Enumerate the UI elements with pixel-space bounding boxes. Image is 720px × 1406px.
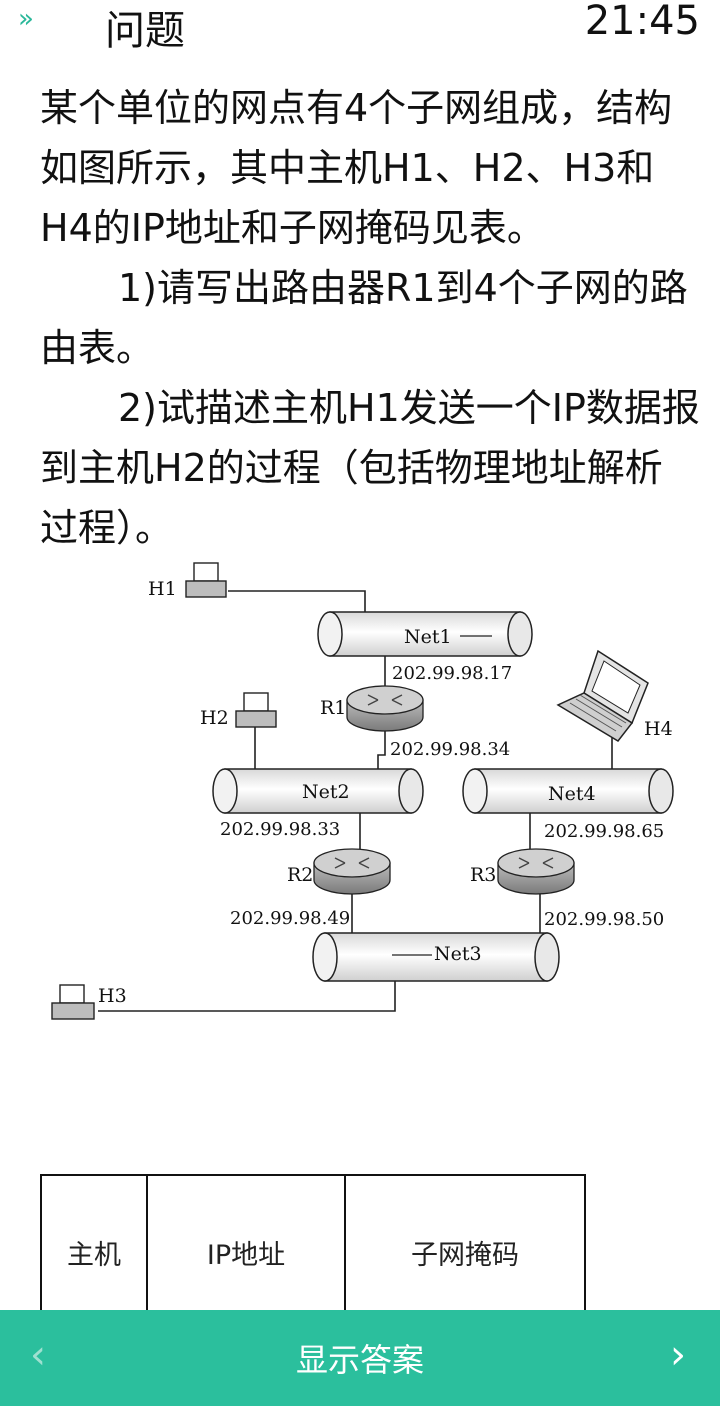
- host-h1-icon: [185, 562, 227, 598]
- router-r2-label: R2: [287, 864, 313, 886]
- router-r1-icon: [346, 685, 424, 732]
- table-header-ip: IP地址: [146, 1174, 346, 1330]
- host-h2-label: H2: [200, 707, 229, 729]
- net3-label: Net3: [434, 943, 482, 965]
- question-paragraph-3: 2)试描述主机H1发送一个IP数据报到主机H2的过程（包括物理地址解析过程）。: [40, 386, 700, 550]
- clock-time: 21:45: [584, 0, 700, 44]
- ip-r3-net4: 202.99.98.65: [544, 821, 664, 842]
- previous-arrow-icon[interactable]: ‹: [30, 1332, 46, 1378]
- net4-pipe: [462, 768, 674, 814]
- net2-pipe: [212, 768, 424, 814]
- host-h3-label: H3: [98, 985, 127, 1007]
- router-r2-icon: [313, 848, 391, 895]
- router-r3-icon: [497, 848, 575, 895]
- net3-pipe: [312, 932, 560, 982]
- ip-table: 主机 IP地址 子网掩码: [40, 1174, 586, 1330]
- network-diagram: Net1 Net2 Net4 Net3 R1: [40, 555, 700, 1070]
- question-paragraph-1: 某个单位的网点有4个子网组成，结构如图所示，其中主机H1、H2、H3和H4的IP…: [40, 86, 673, 250]
- host-h3-icon: [51, 984, 95, 1020]
- host-h2-icon: [235, 692, 277, 728]
- host-h1-label: H1: [148, 578, 177, 600]
- net1-pipe: [317, 611, 533, 657]
- table-header-mask: 子网掩码: [344, 1174, 586, 1330]
- net4-label: Net4: [548, 783, 596, 805]
- header: » 问题 21:45: [0, 0, 720, 54]
- bottom-action-bar: ‹ 显示答案 ›: [0, 1310, 720, 1406]
- net2-label: Net2: [302, 781, 350, 803]
- show-answer-button[interactable]: 显示答案: [295, 1341, 424, 1379]
- net1-label: Net1: [404, 626, 452, 648]
- expand-icon[interactable]: »: [18, 4, 34, 34]
- host-h4-laptop-icon: [556, 649, 649, 742]
- question-paragraph-2: 1)请写出路由器R1到4个子网的路由表。: [40, 266, 688, 370]
- ip-r1-net1: 202.99.98.17: [392, 663, 512, 684]
- next-arrow-icon[interactable]: ›: [670, 1332, 686, 1378]
- router-r1-label: R1: [320, 697, 346, 719]
- ip-r3-net3: 202.99.98.50: [544, 909, 664, 930]
- table-header-host: 主机: [40, 1174, 148, 1330]
- page-title: 问题: [105, 8, 185, 54]
- ip-r2-net3: 202.99.98.49: [230, 908, 350, 929]
- host-h4-label: H4: [644, 718, 673, 740]
- table-header-row: 主机 IP地址 子网掩码: [40, 1174, 586, 1330]
- router-r3-label: R3: [470, 864, 496, 886]
- question-text: 某个单位的网点有4个子网组成，结构如图所示，其中主机H1、H2、H3和H4的IP…: [40, 78, 700, 558]
- ip-r2-net2: 202.99.98.33: [220, 819, 340, 840]
- ip-r1-net2: 202.99.98.34: [390, 739, 510, 760]
